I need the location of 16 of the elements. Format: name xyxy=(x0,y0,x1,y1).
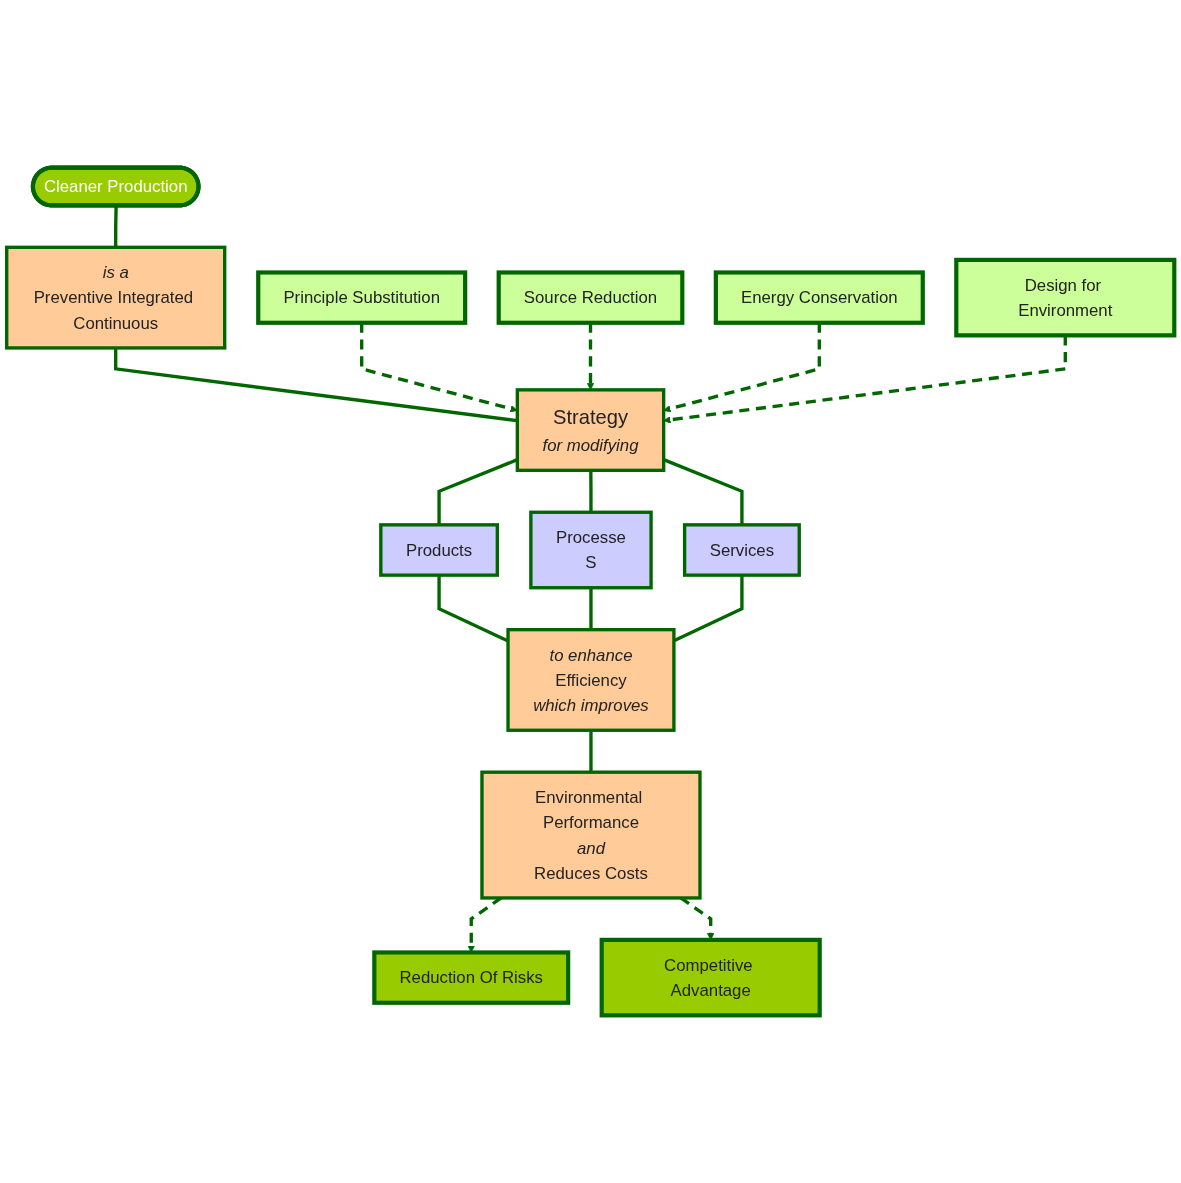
node-box: Competitive Advantage xyxy=(599,937,822,1018)
node-box: Reduction Of Risks xyxy=(372,950,571,1005)
connector xyxy=(589,470,593,513)
node-box: Environmental Performance and Reduces Costs xyxy=(480,770,702,900)
connector xyxy=(589,587,593,630)
node-box: to enhance Efficiency which improves xyxy=(506,627,676,732)
node-box: Principle Substitution xyxy=(256,270,468,325)
node-box: Source Reduction xyxy=(496,270,685,325)
node-box: Services xyxy=(682,523,801,577)
connector xyxy=(589,730,593,773)
node-box: Energy Conservation xyxy=(713,270,925,325)
node-box: Design for Environment xyxy=(954,257,1177,338)
node-box: Products xyxy=(379,523,499,577)
node-box: is a Preventive Integrated Continuous xyxy=(5,245,227,350)
node-box: Strategy for modifying xyxy=(515,388,666,472)
node-box: Processe S xyxy=(529,510,653,590)
